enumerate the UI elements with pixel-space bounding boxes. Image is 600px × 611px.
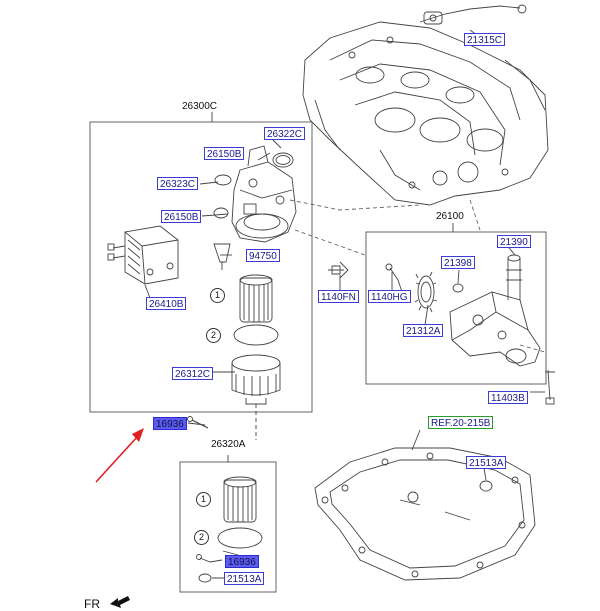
part-label-21398[interactable]: 21398 <box>441 256 475 269</box>
part-label-16936-lower[interactable]: 16936 <box>225 555 259 568</box>
part-label-21390[interactable]: 21390 <box>497 235 531 248</box>
sensor-21315c-drawing <box>419 4 527 25</box>
part-label-16936-highlighted[interactable]: 16936 <box>153 417 187 430</box>
part-label-26312c[interactable]: 26312C <box>172 367 214 380</box>
part-label-94750[interactable]: 94750 <box>246 249 280 262</box>
part-label-11403b[interactable]: 11403B <box>488 391 528 404</box>
reference-label-20-215b[interactable]: REF.20-215B <box>428 416 494 429</box>
callout-2-upper: 2 <box>206 328 221 343</box>
part-label-26320a[interactable]: 26320A <box>211 439 246 450</box>
front-direction-label: FR <box>84 597 100 611</box>
part-label-26300c[interactable]: 26300C <box>182 101 218 112</box>
filter-cap-upper-drawing <box>231 354 281 405</box>
oil-cooler-drawing <box>107 225 179 285</box>
oil-pan-drawing <box>314 447 536 581</box>
part-label-21513a-oil-pan[interactable]: 21513A <box>466 456 507 469</box>
part-label-26323c[interactable]: 26323C <box>157 177 199 190</box>
part-label-1140fn[interactable]: 1140FN <box>318 290 359 303</box>
callout-1-lower: 1 <box>196 492 211 507</box>
part-label-21315c[interactable]: 21315C <box>464 33 506 46</box>
callout-1-upper: 1 <box>210 288 225 303</box>
part-label-26100[interactable]: 26100 <box>436 211 464 222</box>
part-label-26150b-upper[interactable]: 26150B <box>204 147 245 160</box>
filter-element-upper-drawing <box>239 274 273 323</box>
highlight-arrow <box>95 428 144 483</box>
front-arrow-icon <box>110 596 130 608</box>
part-label-1140hg[interactable]: 1140HG <box>368 290 411 303</box>
part-label-26322c[interactable]: 26322C <box>264 127 306 140</box>
callout-2-lower: 2 <box>194 530 209 545</box>
filter-element-lower-drawing <box>223 476 257 523</box>
part-label-26150b-lower[interactable]: 26150B <box>161 210 202 223</box>
filter-housing-drawing <box>231 145 297 243</box>
sprocket-drawing <box>414 271 438 313</box>
part-label-21312a[interactable]: 21312A <box>403 324 444 337</box>
part-label-26410b[interactable]: 26410B <box>146 297 187 310</box>
part-label-21513a-lower[interactable]: 21513A <box>224 572 265 585</box>
engine-block-drawing <box>302 21 549 206</box>
oil-pump-drawing <box>449 254 541 367</box>
